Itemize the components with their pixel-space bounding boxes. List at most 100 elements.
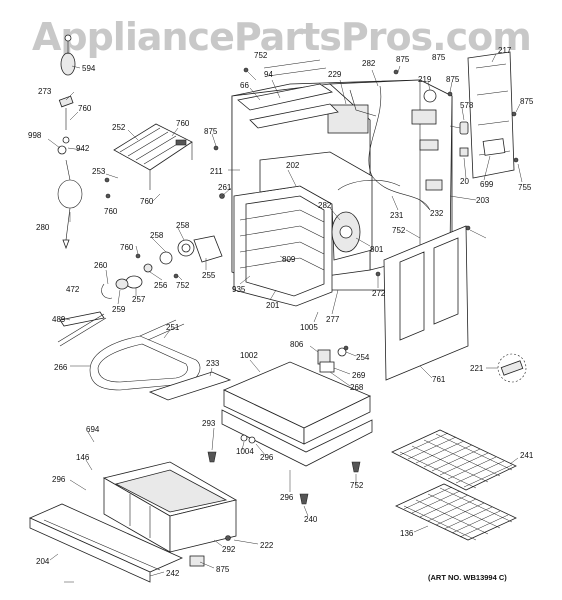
label-253: 253 xyxy=(92,167,106,176)
label-935: 935 xyxy=(232,285,246,294)
side-panel xyxy=(383,225,469,381)
label-277: 277 xyxy=(326,315,340,324)
label-211: 211 xyxy=(210,167,223,176)
watermark: AppliancePartsPros.com xyxy=(32,15,531,59)
label-875: 875 xyxy=(432,53,446,62)
label-256: 256 xyxy=(154,281,168,290)
label-204: 292 xyxy=(222,545,236,554)
light-assembly xyxy=(101,235,223,299)
label-875: 875 xyxy=(204,127,218,136)
label-240: 241 xyxy=(520,451,534,460)
small-brackets xyxy=(459,121,519,163)
label-699: 699 xyxy=(480,180,494,189)
label-293: 1004 xyxy=(236,447,254,456)
label-282: 282 xyxy=(318,201,332,210)
label-801: 801 xyxy=(370,245,384,254)
label-232: 232 xyxy=(430,209,444,218)
label-201: 201 xyxy=(266,301,280,310)
hinge-brackets xyxy=(317,345,349,373)
label-752: 752 xyxy=(392,226,406,235)
label-760: 760 xyxy=(120,243,134,252)
label-20: 20 xyxy=(460,177,469,186)
label-242: 875 xyxy=(216,565,230,574)
label-875: 875 xyxy=(520,97,534,106)
label-760: 760 xyxy=(78,104,92,113)
label-217: 217 xyxy=(498,46,512,55)
label-1005: 1005 xyxy=(300,323,318,332)
label-272: 272 xyxy=(372,289,386,298)
label-273: 273 xyxy=(38,87,52,96)
label-292: 222 xyxy=(260,541,274,550)
label-266: 233 xyxy=(206,359,220,368)
label-296: 293 xyxy=(202,419,216,428)
drawer-front xyxy=(29,503,231,583)
art-number: (ART NO. WB13994 C) xyxy=(428,573,507,582)
label-203: 203 xyxy=(476,196,490,205)
label-809: 809 xyxy=(282,255,296,264)
broil-element xyxy=(57,311,201,391)
label-66: 66 xyxy=(240,81,249,90)
label-94: 94 xyxy=(264,70,273,79)
label-296: 240 xyxy=(304,515,318,524)
label-260: 260 xyxy=(94,261,108,270)
label-251: 266 xyxy=(54,363,68,372)
label-806: 254 xyxy=(356,353,370,362)
label-221: 761 xyxy=(432,375,446,384)
label-258: 258 xyxy=(150,231,164,240)
label-472: 489 xyxy=(52,315,66,324)
label-280: 280 xyxy=(36,223,50,232)
label-694: 146 xyxy=(76,453,90,462)
leader-lines xyxy=(47,53,523,583)
part-labels: 594 273 760 998 942 252 760 253 760 280 … xyxy=(28,46,534,578)
label-146: 296 xyxy=(52,475,66,484)
oven-rack-lower xyxy=(395,483,517,541)
label-875: 875 xyxy=(446,75,460,84)
label-761: 694 xyxy=(86,425,100,434)
label-578: 578 xyxy=(460,101,474,110)
label-1002: 806 xyxy=(290,340,304,349)
detail-circle xyxy=(497,353,527,383)
wire-harness xyxy=(331,85,431,253)
label-282: 282 xyxy=(362,59,376,68)
label-760: 760 xyxy=(104,207,118,216)
oven-rack-upper xyxy=(391,429,517,491)
label-875: 875 xyxy=(396,55,410,64)
label-942: 942 xyxy=(76,144,90,153)
label-760: 760 xyxy=(140,197,154,206)
broil-pan xyxy=(148,371,232,401)
label-752: 752 xyxy=(254,51,268,60)
label-489: 251 xyxy=(166,323,180,332)
label-760: 472 xyxy=(66,285,80,294)
label-998: 998 xyxy=(28,131,42,140)
label-241: 136 xyxy=(400,529,414,538)
label-268: 221 xyxy=(470,364,484,373)
label-202: 202 xyxy=(286,161,300,170)
label-1004: 296 xyxy=(260,453,274,462)
bake-element xyxy=(113,123,193,190)
label-259: 259 xyxy=(112,305,126,314)
label-755: 755 xyxy=(518,183,532,192)
label-760: 760 xyxy=(176,119,190,128)
label-594: 594 xyxy=(82,64,96,73)
rear-cover-panel xyxy=(467,51,515,179)
label-231: 231 xyxy=(390,211,404,220)
label-269: 268 xyxy=(350,383,364,392)
label-257: 257 xyxy=(132,295,146,304)
label-136: 204 xyxy=(36,557,50,566)
label-752: 296 xyxy=(280,493,294,502)
label-255: 255 xyxy=(202,271,216,280)
label-219: 219 xyxy=(418,75,432,84)
leveling-legs xyxy=(207,434,361,505)
label-229: 229 xyxy=(328,70,342,79)
storage-drawer xyxy=(102,461,238,553)
top-channel xyxy=(237,59,339,129)
label-752: 752 xyxy=(176,281,190,290)
label-252: 252 xyxy=(112,123,126,132)
label-254: 269 xyxy=(352,371,366,380)
label-258: 258 xyxy=(176,221,190,230)
label-296: 752 xyxy=(350,481,364,490)
label-233: 1002 xyxy=(240,351,258,360)
label-222: 242 xyxy=(166,569,180,578)
probe-assembly xyxy=(57,34,83,250)
